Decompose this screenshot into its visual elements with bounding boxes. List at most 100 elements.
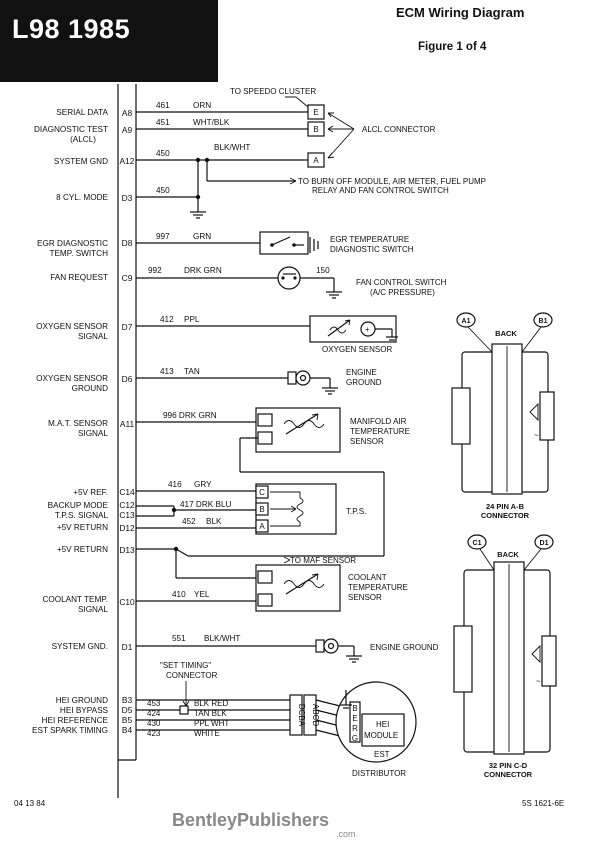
label-5v-return-1: +5V RETURN — [57, 523, 108, 532]
tps-pin-a: A — [259, 522, 265, 531]
engine-ground-label-3: ENGINE GROUND — [370, 643, 439, 652]
alcl-pin-e: E — [313, 108, 318, 117]
coolant-label-2: TEMPERATURE — [348, 583, 408, 592]
pin-d7: D7 — [122, 322, 133, 332]
hei-module-label-2: MODULE — [364, 731, 398, 740]
svg-text:~: ~ — [534, 431, 539, 440]
mat-sensor: 996 DRK GRN MANIFOLD AIR TEMPERATURE SEN… — [136, 407, 410, 556]
label-fan-request: FAN REQUEST — [50, 273, 108, 282]
svg-text:+: + — [365, 325, 370, 334]
oxygen-sensor: 412 PPL + OXYGEN SENSOR — [136, 315, 398, 354]
wire-drk-grn: DRK GRN — [184, 266, 222, 275]
pin-d13: D13 — [119, 545, 135, 555]
connector-d1: D1 — [540, 540, 549, 547]
harness-abcd: ABCD — [311, 704, 320, 726]
wire-430: 430 — [147, 719, 161, 728]
pin-b3: B3 — [122, 695, 133, 705]
label-hei-bypass: HEI BYPASS — [60, 706, 109, 715]
connector-cd-label-2: CONNECTOR — [484, 770, 533, 779]
wire-blk: BLK — [206, 517, 222, 526]
wire-grn: GRN — [193, 232, 211, 241]
label-diag-alcl: (ALCL) — [70, 135, 96, 144]
label-serial-data: SERIAL DATA — [56, 108, 108, 117]
connector-ab-label-1: 24 PIN A-B — [486, 502, 525, 511]
wire-orn: ORN — [193, 101, 211, 110]
header-title-box: L98 1985 — [0, 0, 218, 82]
connector-c1: C1 — [473, 540, 482, 547]
engine-ground-label-1: ENGINE — [346, 368, 377, 377]
egr-temp-switch: 997 GRN EGR TEMPERATURE DIAGNOSTIC SWITC… — [136, 231, 414, 255]
engine-ground-label-2: GROUND — [346, 378, 382, 387]
distributor-label: DISTRIBUTOR — [352, 769, 406, 778]
label-coolant-temp: COOLANT TEMP. — [42, 595, 108, 604]
label-backup-mode: BACKUP MODE — [48, 501, 109, 510]
tps-sensor: 416 GRY 417 DRK BLU 452 BLK C B A T.P.S. — [136, 480, 366, 535]
footer-dotcom: .com — [336, 829, 356, 839]
label-egr-temp-switch: TEMP. SWITCH — [49, 249, 108, 258]
wire-wht-blk: WHT/BLK — [193, 118, 230, 127]
wire-413: 413 — [160, 367, 174, 376]
wire-blk-wht-2: BLK/WHT — [204, 634, 240, 643]
svg-text:~: ~ — [536, 677, 541, 686]
diagram-title: ECM Wiring Diagram — [396, 5, 524, 20]
alcl-pin-a: A — [313, 156, 319, 165]
wire-gry: GRY — [194, 480, 212, 489]
wire-453: 453 — [147, 699, 161, 708]
coolant-label-1: COOLANT — [348, 573, 387, 582]
footer-date: 04 13 84 — [14, 799, 46, 808]
pin-c12: C12 — [119, 500, 135, 510]
connector-b1: B1 — [539, 318, 548, 325]
figure-label: Figure 1 of 4 — [418, 41, 487, 53]
engine-ground-d6: 413 TAN ENGINE GROUND — [136, 367, 382, 395]
tps-pin-b: B — [259, 505, 264, 514]
wire-412: 412 — [160, 315, 174, 324]
est-label: EST — [374, 750, 390, 759]
connector-32-pin-cd: C1 D1 BACK ~ 32 PIN C-D CONNECTOR — [453, 534, 557, 779]
wire-417: 417 DRK BLU — [180, 500, 232, 509]
pin-d12: D12 — [119, 523, 135, 533]
wire-992: 992 — [148, 266, 162, 275]
wire-451: 451 — [156, 118, 170, 127]
hei-pin-e: E — [352, 714, 357, 723]
fan-control-switch: 992 DRK GRN 150 FAN CONTROL SWITCH (A/C … — [136, 266, 447, 299]
hei-distributor: "SET TIMING" CONNECTOR 453 424 430 423 B… — [136, 661, 417, 778]
fan-switch-label-2: (A/C PRESSURE) — [370, 288, 435, 297]
wire-blk-wht: BLK/WHT — [214, 143, 250, 152]
label-system-gnd: SYSTEM GND — [54, 157, 108, 166]
wire-452: 452 — [182, 517, 196, 526]
connector-ab-label-2: CONNECTOR — [481, 511, 530, 520]
alcl-pin-e-box — [307, 104, 325, 120]
wire-white: WHITE — [194, 729, 220, 738]
pin-d8: D8 — [122, 238, 133, 248]
coolant-temp-sensor: TO MAF SENSOR 410 YEL COOLANT TEMPERATUR… — [136, 546, 408, 612]
wire-416: 416 — [168, 480, 182, 489]
label-mat-signal-2: SIGNAL — [78, 429, 108, 438]
label-system-gnd-2: SYSTEM GND. — [52, 642, 108, 651]
hei-module-label-1: HEI — [376, 720, 389, 729]
wire-410: 410 — [172, 590, 186, 599]
oxygen-sensor-label: OXYGEN SENSOR — [322, 345, 392, 354]
wire-yel: YEL — [194, 590, 210, 599]
wire-ppl: PPL — [184, 315, 200, 324]
pin-a8: A8 — [122, 108, 133, 118]
alcl-pin-b: B — [313, 125, 318, 134]
label-o2-ground-2: GROUND — [72, 384, 108, 393]
wire-ppl-wht: PPL WHT — [194, 719, 229, 728]
pin-d1: D1 — [122, 642, 133, 652]
hei-pin-b: B — [352, 704, 357, 713]
pin-c9: C9 — [122, 273, 133, 283]
wire-551: 551 — [172, 634, 186, 643]
wire-997: 997 — [156, 232, 170, 241]
wire-450a: 450 — [156, 149, 170, 158]
label-hei-ground: HEI GROUND — [56, 696, 108, 705]
label-5v-return-2: +5V RETURN — [57, 545, 108, 554]
alcl-connector-label: ALCL CONNECTOR — [362, 125, 436, 134]
page-title: L98 1985 — [12, 14, 131, 44]
wire-461: 461 — [156, 101, 170, 110]
label-tps-signal: T.P.S. SIGNAL — [55, 511, 109, 520]
mat-label-2: TEMPERATURE — [350, 427, 410, 436]
connector-24-pin-ab: A1 B1 BACK ~ 24 PIN A-B CONNECTOR — [451, 312, 555, 520]
egr-temp-label-2: DIAGNOSTIC SWITCH — [330, 245, 414, 254]
pin-a12: A12 — [120, 156, 135, 166]
hei-pin-r: R — [352, 724, 358, 733]
